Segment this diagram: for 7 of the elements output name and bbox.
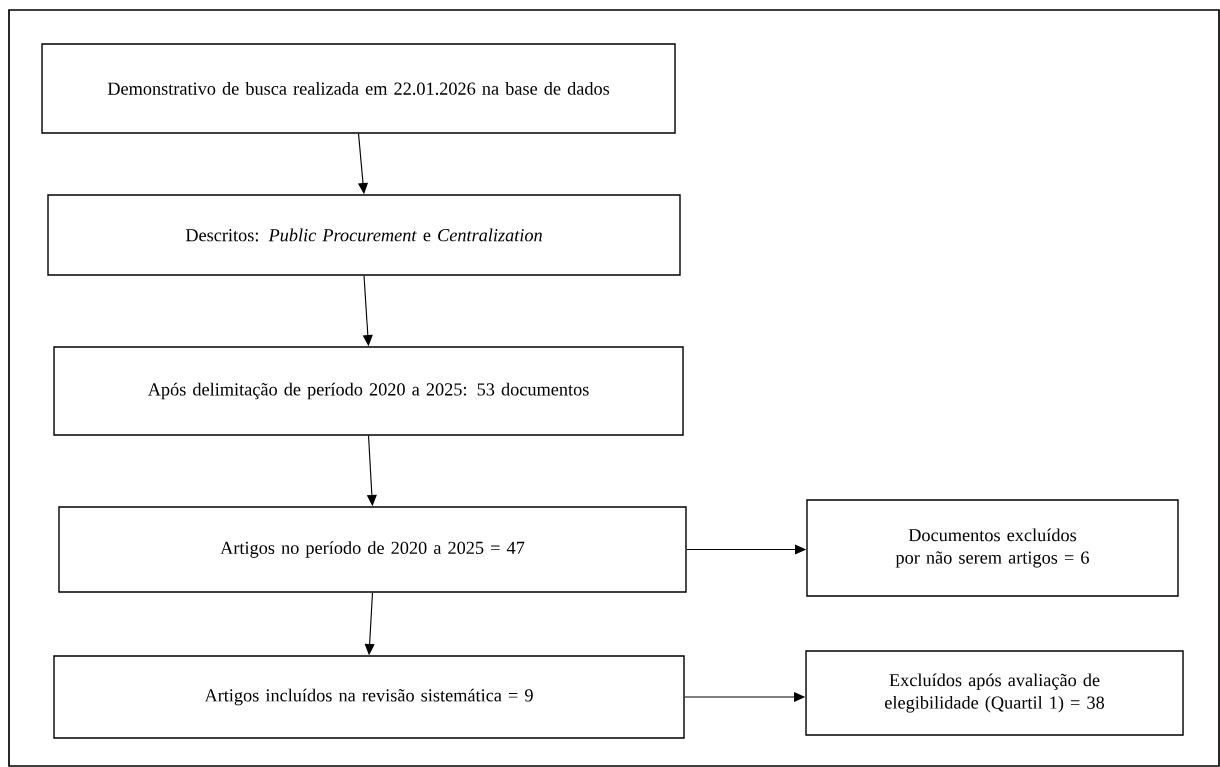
process-box: Descritos: Public Procurement e Centralization <box>47 194 681 276</box>
process-box: Documentos excluídos por não serem artigos = 6 <box>806 499 1179 597</box>
process-box: Após delimitação de período 2020 a 2025: 53 documentos <box>53 346 684 436</box>
process-box: Artigos no período de 2020 a 2025 = 47 <box>58 506 687 593</box>
process-box: Demonstrativo de busca realizada em 22.01.2026 na base de dados <box>41 43 676 134</box>
process-box: Excluídos após avaliação de elegibilidade (Quartil 1) = 38 <box>805 650 1184 736</box>
process-box: Artigos incluídos na revisão sistemática = 9 <box>53 655 685 739</box>
